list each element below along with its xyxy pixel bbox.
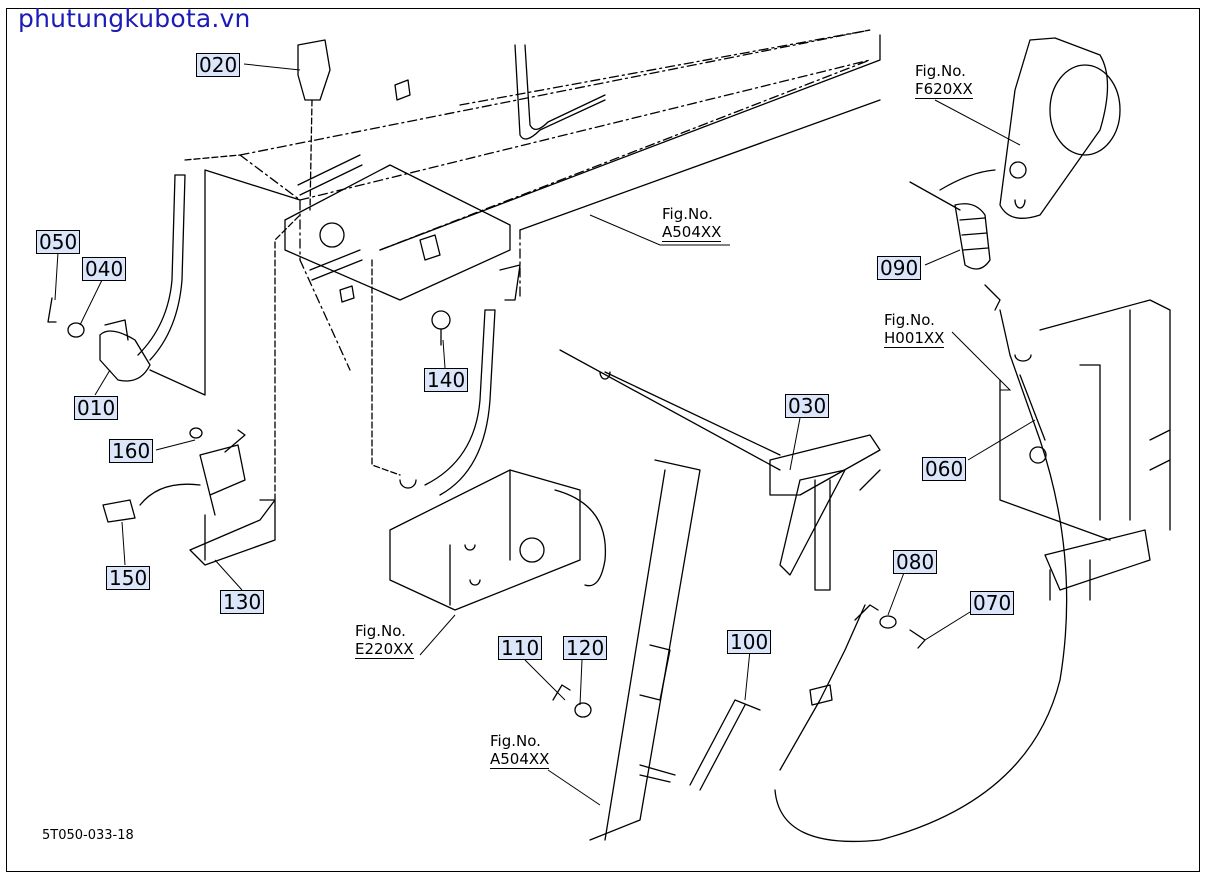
fig-ref-line2: E220XX (355, 640, 414, 659)
frame-rail (239, 29, 871, 371)
part-label-080[interactable]: 080 (893, 550, 938, 574)
part-label-050[interactable]: 050 (36, 230, 81, 254)
switch-bracket (102, 214, 301, 566)
part-label-070[interactable]: 070 (970, 591, 1015, 615)
part-label-010[interactable]: 010 (74, 396, 119, 420)
fig-ref-line1: Fig.No. (662, 205, 713, 223)
fig-ref-line2: A504XX (490, 750, 550, 769)
part-label-140[interactable]: 140 (424, 368, 469, 392)
fig-ref-h001xx[interactable]: Fig.No. H001XX (882, 311, 947, 348)
cam-plate (939, 37, 1121, 219)
link-rod (552, 684, 761, 791)
shift-lever (47, 154, 301, 396)
part-label-120[interactable]: 120 (563, 636, 608, 660)
fig-ref-line2: H001XX (884, 329, 945, 348)
part-label-130[interactable]: 130 (220, 590, 265, 614)
part-label-150[interactable]: 150 (106, 566, 151, 590)
fig-ref-line1: Fig.No. (355, 622, 406, 640)
fig-ref-line2: A504XX (662, 223, 722, 242)
fig-ref-a504xx-lower[interactable]: Fig.No. A504XX (488, 732, 552, 769)
return-spring (909, 181, 1001, 311)
part-label-060[interactable]: 060 (922, 457, 967, 481)
part-label-100[interactable]: 100 (727, 630, 772, 654)
right-bracket (999, 299, 1171, 601)
fig-ref-line1: Fig.No. (915, 62, 966, 80)
side-plate (589, 459, 701, 841)
watermark: phutungkubota.vn (18, 4, 251, 33)
part-label-090[interactable]: 090 (877, 256, 922, 280)
drawing-code: 5T050-033-18 (42, 828, 134, 843)
part-label-020[interactable]: 020 (196, 53, 241, 77)
part-label-040[interactable]: 040 (82, 257, 127, 281)
fig-ref-line1: Fig.No. (884, 311, 935, 329)
fig-ref-line1: Fig.No. (490, 732, 541, 750)
part-label-030[interactable]: 030 (785, 394, 830, 418)
fig-ref-line2: F620XX (915, 80, 973, 99)
fig-ref-a504xx-upper[interactable]: Fig.No. A504XX (660, 205, 724, 242)
fig-ref-e220xx[interactable]: Fig.No. E220XX (353, 622, 416, 659)
part-label-110[interactable]: 110 (498, 636, 543, 660)
part-label-160[interactable]: 160 (109, 439, 154, 463)
lever-guide-bracket (371, 259, 607, 611)
fig-ref-f620xx[interactable]: Fig.No. F620XX (913, 62, 975, 99)
lever-knob (297, 39, 331, 211)
diagram-frame (6, 8, 1200, 872)
frame-rail-solid (284, 34, 881, 346)
cross-shaft (559, 349, 881, 591)
